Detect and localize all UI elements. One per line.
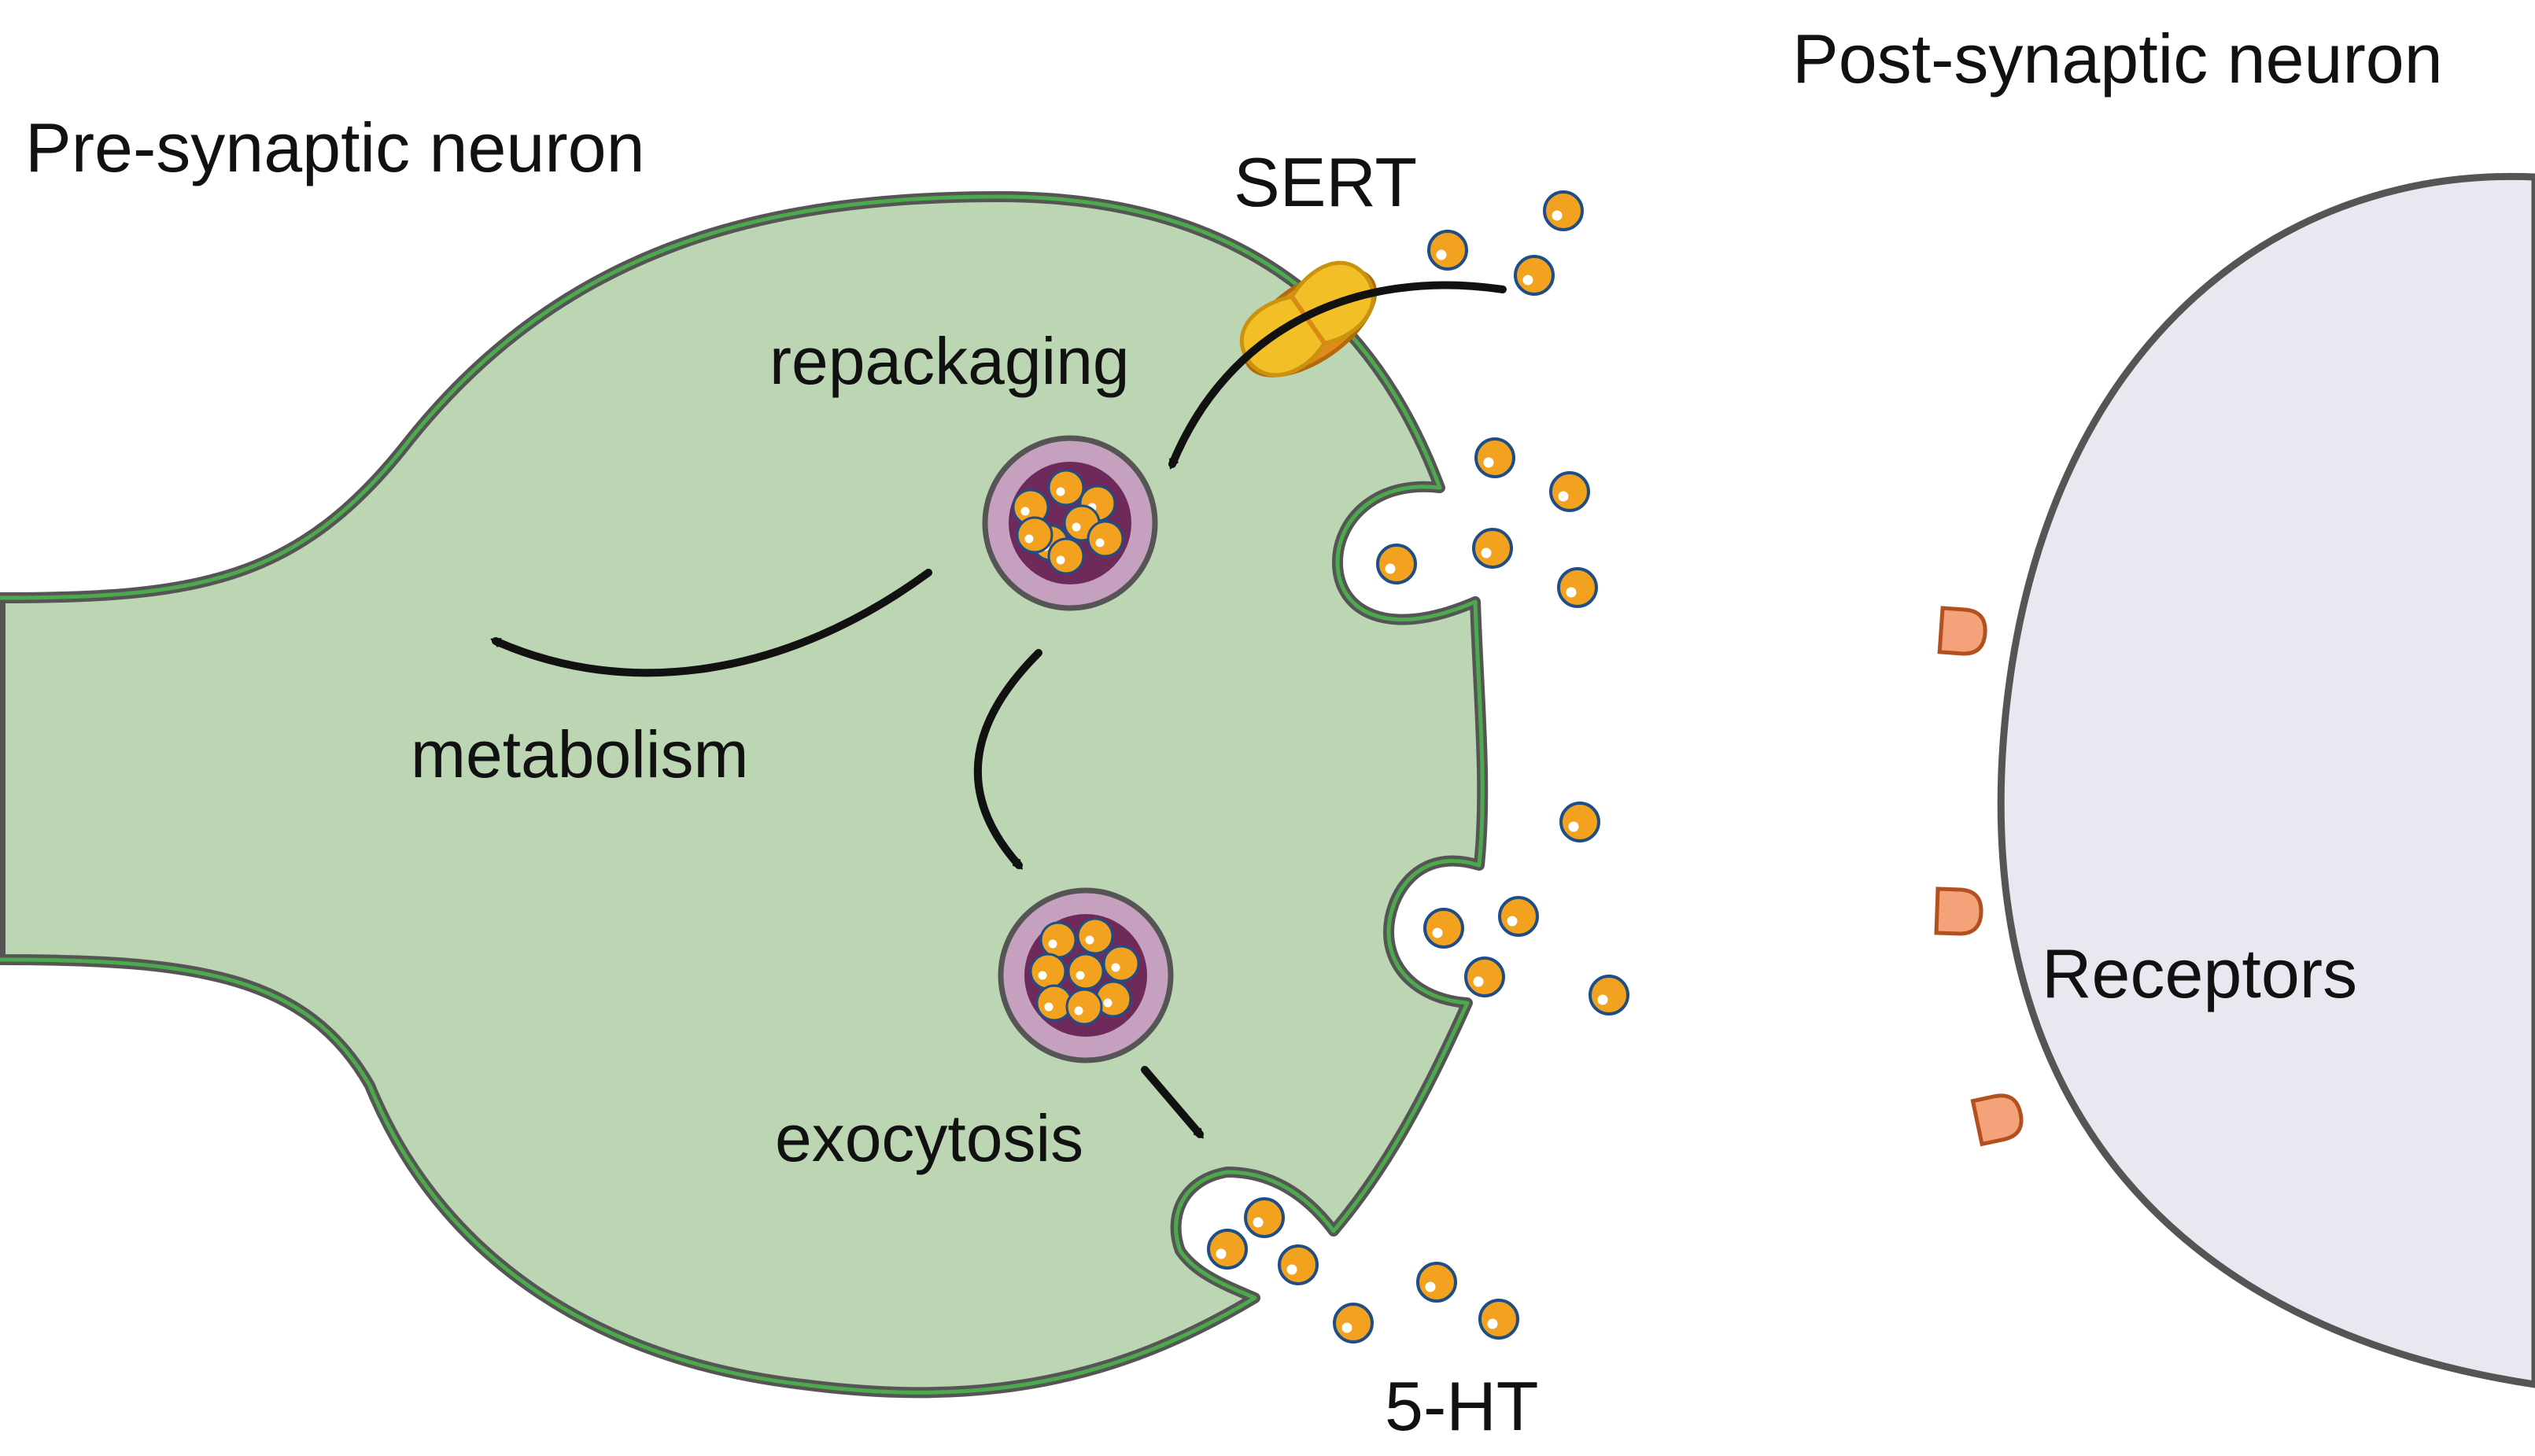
- receptor: [1970, 1093, 2024, 1147]
- sert-label: SERT: [1234, 143, 1417, 221]
- serotonin-label: 5-HT: [1385, 1367, 1539, 1445]
- exocytosis-arrow: [1141, 1066, 1200, 1134]
- receptor: [1934, 887, 1983, 936]
- post-synaptic-neuron: Receptors: [1934, 172, 2535, 1388]
- reuptake-arrow: [1168, 281, 1507, 464]
- repackaging-label: repackaging: [769, 324, 1130, 398]
- post-synaptic-label: Post-synaptic neuron: [1792, 20, 2443, 98]
- metabolism-label: metabolism: [411, 717, 748, 791]
- post-synaptic-membrane: [1997, 172, 2535, 1388]
- synaptic-vesicle: [982, 435, 1158, 611]
- metabolism-arrow: [496, 569, 932, 677]
- receptor: [1937, 606, 1987, 656]
- pre-synaptic-label: Pre-synaptic neuron: [25, 109, 645, 186]
- synaptic-vesicle: [998, 887, 1174, 1063]
- vesicle-transport-arrow: [973, 649, 1042, 865]
- receptors-label: Receptors: [2042, 934, 2357, 1012]
- exocytosis-label: exocytosis: [775, 1101, 1083, 1175]
